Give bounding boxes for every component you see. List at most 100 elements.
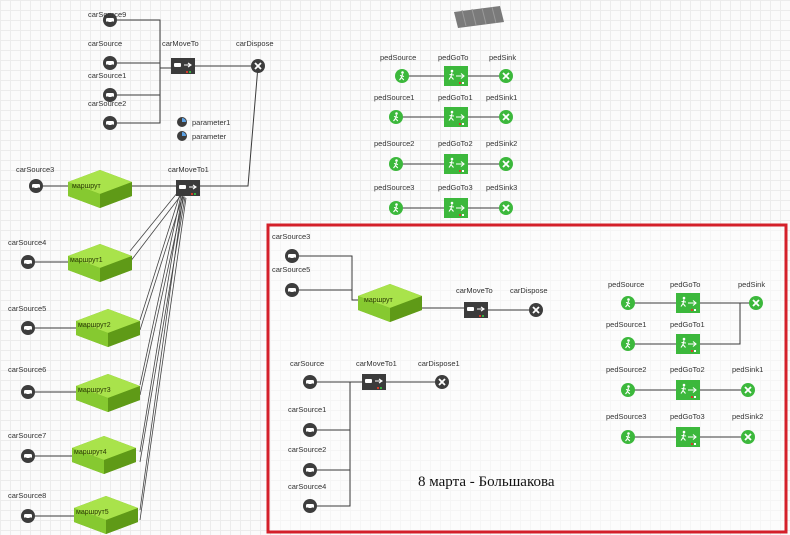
ped-sink-label: pedSink1 xyxy=(486,93,517,102)
car-move-to-1-label: carMoveTo1 xyxy=(168,165,209,174)
parameter-label: parameter1 xyxy=(192,118,230,127)
car-source-icon[interactable] xyxy=(103,56,117,70)
car-dispose-icon[interactable] xyxy=(528,302,544,318)
car-move-to-block[interactable] xyxy=(170,57,196,75)
ped-goto-block[interactable] xyxy=(675,426,701,448)
ped-goto-label: pedGoTo2 xyxy=(438,139,473,148)
scrollbar-thumb[interactable] xyxy=(454,6,504,28)
car-source-label: carSource1 xyxy=(88,71,126,80)
car-source-icon[interactable] xyxy=(303,375,317,389)
car-source-label: carSource7 xyxy=(8,431,46,440)
ped-source-icon[interactable] xyxy=(620,295,636,311)
ped-goto-label: pedGoTo xyxy=(438,53,468,62)
car-source-icon[interactable] xyxy=(303,499,317,513)
ped-source-icon[interactable] xyxy=(394,68,410,84)
ped-sink-label: pedSink2 xyxy=(486,139,517,148)
ped-source-label: pedSource1 xyxy=(374,93,414,102)
route-label: маршрут5 xyxy=(76,509,109,516)
car-source-icon[interactable] xyxy=(303,463,317,477)
top-right-ped-diagram: pedSource pedGoTo pedSink pedSource1 ped… xyxy=(374,53,517,219)
car-move-to-1-block[interactable] xyxy=(175,179,201,197)
ped-goto-block[interactable] xyxy=(443,65,469,87)
ped-goto-label: pedGoTo xyxy=(670,280,700,289)
ped-source-icon[interactable] xyxy=(388,156,404,172)
ped-source-label: pedSource2 xyxy=(606,365,646,374)
ped-source-icon[interactable] xyxy=(620,336,636,352)
ped-source-label: pedSource xyxy=(380,53,416,62)
ped-source-label: pedSource2 xyxy=(374,139,414,148)
ped-sink-label: pedSink xyxy=(738,280,765,289)
caption-text: 8 марта - Большакова xyxy=(418,474,555,490)
ped-sink-icon[interactable] xyxy=(740,382,756,398)
ped-goto-label: pedGoTo1 xyxy=(438,93,473,102)
ped-sink-icon[interactable] xyxy=(498,68,514,84)
ped-goto-block[interactable] xyxy=(675,379,701,401)
ped-source-label: pedSource3 xyxy=(606,412,646,421)
parameter-icon[interactable] xyxy=(177,131,187,141)
ped-goto-label: pedGoTo3 xyxy=(438,183,473,192)
car-source-label: carSource xyxy=(88,39,122,48)
car-source-label: carSource4 xyxy=(288,482,326,491)
car-source-icon[interactable] xyxy=(21,321,35,335)
ped-source-label: pedSource1 xyxy=(606,320,646,329)
car-move-to-label: carMoveTo xyxy=(456,286,493,295)
parameter-icon[interactable] xyxy=(177,117,187,127)
car-source-label: carSource5 xyxy=(8,304,46,313)
car-move-to-1-block[interactable] xyxy=(361,373,387,391)
car-source-label: carSource2 xyxy=(88,99,126,108)
car-source-icon[interactable] xyxy=(21,449,35,463)
car-source-icon[interactable] xyxy=(21,385,35,399)
ped-goto-block[interactable] xyxy=(675,333,701,355)
ped-source-label: pedSource xyxy=(608,280,644,289)
car-source-icon[interactable] xyxy=(285,249,299,263)
car-source-label: carSource5 xyxy=(272,265,310,274)
ped-source-icon[interactable] xyxy=(620,382,636,398)
car-dispose-icon[interactable] xyxy=(250,58,266,74)
car-source-icon[interactable] xyxy=(303,423,317,437)
car-source-label: carSource9 xyxy=(88,10,126,19)
ped-source-icon[interactable] xyxy=(388,109,404,125)
parameter-label: parameter xyxy=(192,132,227,141)
car-dispose-label: carDispose xyxy=(510,286,548,295)
ped-goto-block[interactable] xyxy=(443,153,469,175)
route-label: маршрут xyxy=(364,297,394,304)
car-move-to-1-label: carMoveTo1 xyxy=(356,359,397,368)
ped-sink-label: pedSink3 xyxy=(486,183,517,192)
ped-goto-block[interactable] xyxy=(675,292,701,314)
ped-source-icon[interactable] xyxy=(620,429,636,445)
ped-sink-icon[interactable] xyxy=(498,156,514,172)
car-source-icon[interactable] xyxy=(285,283,299,297)
ped-sink-icon[interactable] xyxy=(748,295,764,311)
car-source-label: carSource8 xyxy=(8,491,46,500)
route-label: маршрут xyxy=(72,183,102,190)
ped-sink-icon[interactable] xyxy=(498,109,514,125)
ped-goto-block[interactable] xyxy=(443,197,469,219)
car-move-to-block[interactable] xyxy=(463,301,489,319)
ped-sink-label: pedSink xyxy=(489,53,516,62)
route-label: маршрут1 xyxy=(70,257,103,264)
car-dispose-1-icon[interactable] xyxy=(434,374,450,390)
route-label: маршрут4 xyxy=(74,449,107,456)
car-source-label: carSource2 xyxy=(288,445,326,454)
ped-goto-block[interactable] xyxy=(443,106,469,128)
car-source-label: carSource xyxy=(290,359,324,368)
ped-sink-icon[interactable] xyxy=(740,429,756,445)
car-source-icon[interactable] xyxy=(103,116,117,130)
framed-diagram: carSource3 carSource5 маршрут carMoveTo … xyxy=(272,232,765,513)
car-source-label: carSource3 xyxy=(16,165,54,174)
car-source-label: carSource6 xyxy=(8,365,46,374)
ped-sink-label: pedSink2 xyxy=(732,412,763,421)
highlight-frame xyxy=(266,223,788,534)
ped-goto-label: pedGoTo2 xyxy=(670,365,705,374)
ped-sink-icon[interactable] xyxy=(498,200,514,216)
route-label: маршрут2 xyxy=(78,322,111,329)
ped-sink-label: pedSink1 xyxy=(732,365,763,374)
route-label: маршрут3 xyxy=(78,387,111,394)
car-source-icon[interactable] xyxy=(29,179,43,193)
car-source-label: carSource1 xyxy=(288,405,326,414)
ped-source-icon[interactable] xyxy=(388,200,404,216)
car-source-label: carSource3 xyxy=(272,232,310,241)
car-dispose-1-label: carDispose1 xyxy=(418,359,460,368)
car-source-icon[interactable] xyxy=(21,509,35,523)
car-source-icon[interactable] xyxy=(21,255,35,269)
